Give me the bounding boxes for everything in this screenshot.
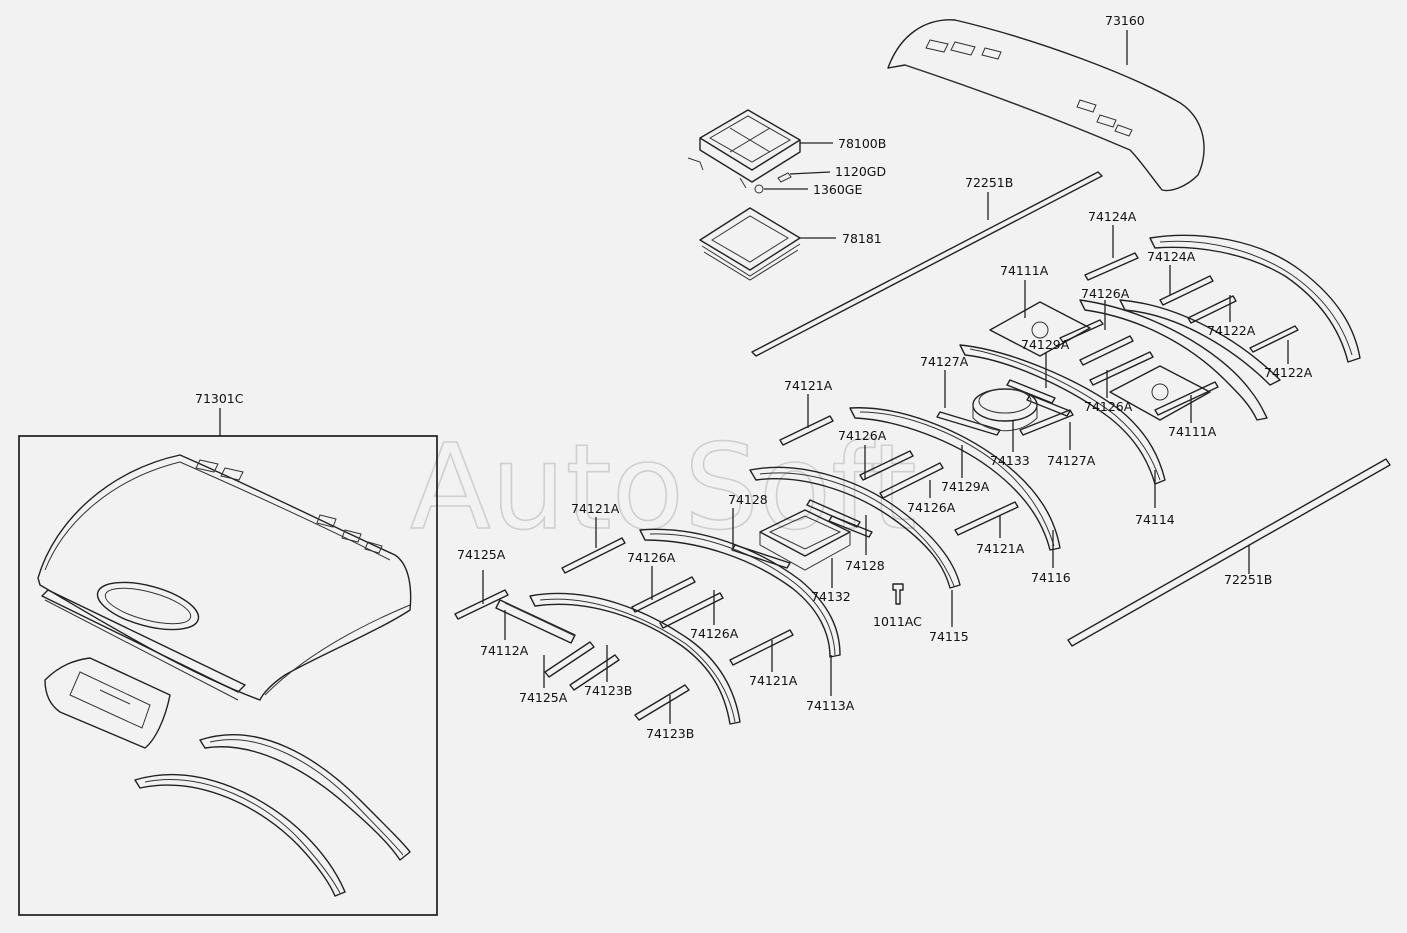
label-74125A-a: 74125A: [457, 547, 506, 562]
label-74122A-b: 74122A: [1264, 365, 1313, 380]
label-74116: 74116: [1031, 570, 1071, 585]
label-74121A-a: 74121A: [784, 378, 833, 393]
label-74112A: 74112A: [480, 643, 529, 658]
part-78100B-drawing: [687, 109, 801, 189]
label-74127A-a: 74127A: [920, 354, 969, 369]
label-74121A-c: 74121A: [976, 541, 1025, 556]
label-72251B-right: 72251B: [1224, 572, 1272, 587]
label-74111A-a: 74111A: [1000, 263, 1049, 278]
label-74126A-d: 74126A: [907, 500, 956, 515]
assembly-box-71301C: [18, 435, 438, 916]
label-74114: 74114: [1135, 512, 1175, 527]
label-74127A-b: 74127A: [1047, 453, 1096, 468]
label-74125A-b: 74125A: [519, 690, 568, 705]
label-74123B-a: 74123B: [584, 683, 632, 698]
part-73160-drawing: [887, 19, 1205, 192]
label-78181: 78181: [842, 231, 882, 246]
label-74126A-e: 74126A: [627, 550, 676, 565]
label-74122A-a: 74122A: [1207, 323, 1256, 338]
label-1120GD: 1120GD: [835, 164, 886, 179]
label-74121A-b: 74121A: [571, 501, 620, 516]
roof-bows-drawing: [454, 234, 1361, 725]
label-78100B: 78100B: [838, 136, 886, 151]
label-74132: 74132: [811, 589, 851, 604]
label-74128-a: 74128: [728, 492, 768, 507]
label-74126A-c: 74126A: [838, 428, 887, 443]
label-74126A-f: 74126A: [690, 626, 739, 641]
label-74126A-b: 74126A: [1084, 399, 1133, 414]
label-74126A-a: 74126A: [1081, 286, 1130, 301]
label-74115: 74115: [929, 629, 969, 644]
label-74133: 74133: [990, 453, 1030, 468]
part-72251B-top-drawing: [751, 171, 1103, 357]
part-78181-drawing: [699, 207, 801, 281]
label-74113A: 74113A: [806, 698, 855, 713]
label-74124A-a: 74124A: [1088, 209, 1137, 224]
label-74121A-d: 74121A: [749, 673, 798, 688]
part-72251B-right-drawing: [1067, 458, 1391, 647]
label-74129A-a: 74129A: [1021, 337, 1070, 352]
label-74123B-b: 74123B: [646, 726, 694, 741]
label-1360GE: 1360GE: [813, 182, 862, 197]
label-73160: 73160: [1105, 13, 1145, 28]
label-71301C: 71301C: [195, 391, 244, 406]
label-74128-b: 74128: [845, 558, 885, 573]
label-72251B-top: 72251B: [965, 175, 1013, 190]
label-74129A-b: 74129A: [941, 479, 990, 494]
part-71301C-drawing: [37, 454, 412, 897]
label-74111A-b: 74111A: [1168, 424, 1217, 439]
label-74124A-b: 74124A: [1147, 249, 1196, 264]
label-1011AC: 1011AC: [873, 614, 922, 629]
